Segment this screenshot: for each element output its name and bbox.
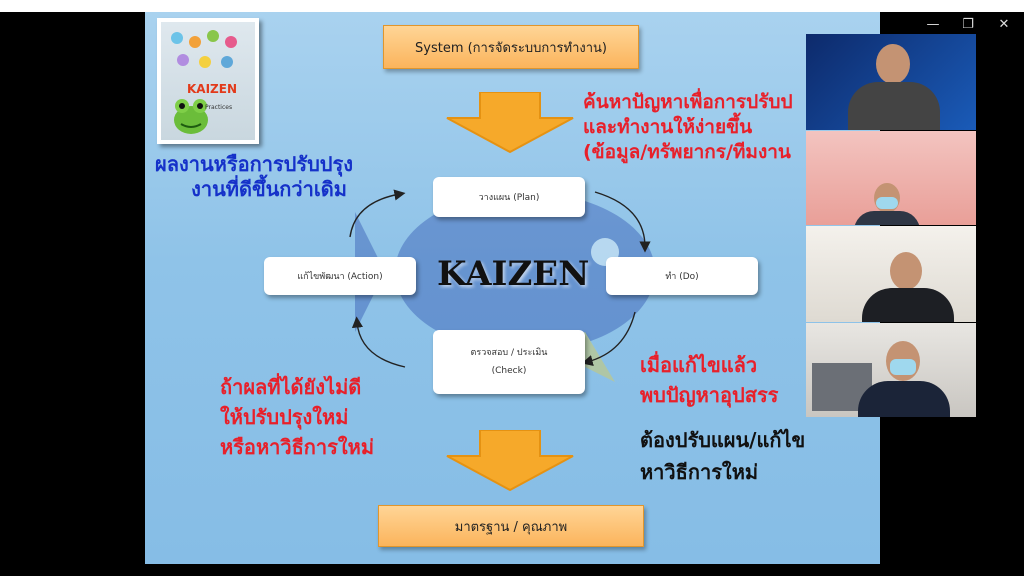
if-not-good-line2: ให้ปรับปรุงใหม่ bbox=[220, 405, 349, 429]
book-cover-icons bbox=[171, 30, 237, 68]
check-box: ตรวจสอบ / ประเมิน (Check) bbox=[433, 330, 585, 394]
book-cover-title: KAIZEN bbox=[187, 82, 237, 96]
improved-results-line1: ผลงานหรือการปรับปรุง bbox=[155, 152, 353, 176]
down-arrow-icon bbox=[446, 92, 574, 154]
down-arrow-icon bbox=[446, 430, 574, 492]
after-fix-line2: พบปัญหาอุปสรร bbox=[640, 383, 779, 407]
adjust-plan-line2: หาวิธีการใหม่ bbox=[640, 460, 759, 484]
participant-video-4[interactable] bbox=[806, 323, 976, 417]
frog-mascot-icon bbox=[174, 99, 208, 134]
after-fix-line1: เมื่อแก้ไขแล้ว bbox=[640, 353, 758, 377]
after-fix-text: เมื่อแก้ไขแล้ว พบปัญหาอุปสรร bbox=[640, 350, 778, 410]
find-problems-line1: ค้นหาปัญหาเพื่อการปรับป bbox=[583, 91, 793, 113]
adjust-plan-text: ต้องปรับแผน/แก้ไข หาวิธีการใหม่ bbox=[640, 424, 805, 488]
check-box-line2: (Check) bbox=[491, 366, 527, 376]
close-icon[interactable]: ✕ bbox=[998, 17, 1010, 32]
find-problems-line2: และทำงานให้ง่ายขึ้น bbox=[583, 116, 753, 138]
restore-icon[interactable]: ❐ bbox=[962, 17, 974, 32]
improved-results-text: ผลงานหรือการปรับปรุง งานที่ดีขึ้นกว่าเดิ… bbox=[155, 152, 353, 202]
standard-quality-box: มาตรฐาน / คุณภาพ bbox=[378, 505, 644, 547]
if-not-good-line1: ถ้าผลที่ได้ยังไม่ดี bbox=[220, 375, 362, 399]
cycle-arrows bbox=[349, 189, 651, 368]
do-box: ทำ (Do) bbox=[606, 257, 758, 295]
if-not-good-text: ถ้าผลที่ได้ยังไม่ดี ให้ปรับปรุงใหม่ หรือ… bbox=[220, 372, 374, 462]
if-not-good-line3: หรือหาวิธีการใหม่ bbox=[220, 435, 375, 459]
kaizen-book-cover: KAIZEN Practices bbox=[157, 18, 259, 144]
check-box-line1: ตรวจสอบ / ประเมิน bbox=[470, 348, 548, 358]
participant-video-3[interactable] bbox=[806, 226, 976, 322]
action-box: แก้ไขพัฒนา (Action) bbox=[264, 257, 416, 295]
improved-results-line2: งานที่ดีขึ้นกว่าเดิม bbox=[191, 177, 347, 201]
plan-box: วางแผน (Plan) bbox=[433, 177, 585, 217]
find-problems-text: ค้นหาปัญหาเพื่อการปรับป และทำงานให้ง่ายข… bbox=[583, 90, 793, 165]
find-problems-line3: (ข้อมูล/ทรัพยากร/ทีมงาน bbox=[583, 141, 791, 163]
kaizen-title: KAIZEN bbox=[437, 254, 590, 294]
book-cover-art bbox=[161, 22, 255, 140]
minimize-icon[interactable]: — bbox=[926, 17, 940, 32]
adjust-plan-line1: ต้องปรับแผน/แก้ไข bbox=[640, 428, 806, 452]
participant-video-2[interactable] bbox=[806, 131, 976, 225]
title-bar bbox=[0, 0, 1024, 12]
presentation-slide: KAIZEN Practices System (การจัดระบบการทำ… bbox=[145, 12, 880, 564]
system-box: System (การจัดระบบการทำงาน) bbox=[383, 25, 639, 69]
participant-video-1[interactable] bbox=[806, 34, 976, 130]
book-cover-subtitle: Practices bbox=[205, 104, 233, 111]
